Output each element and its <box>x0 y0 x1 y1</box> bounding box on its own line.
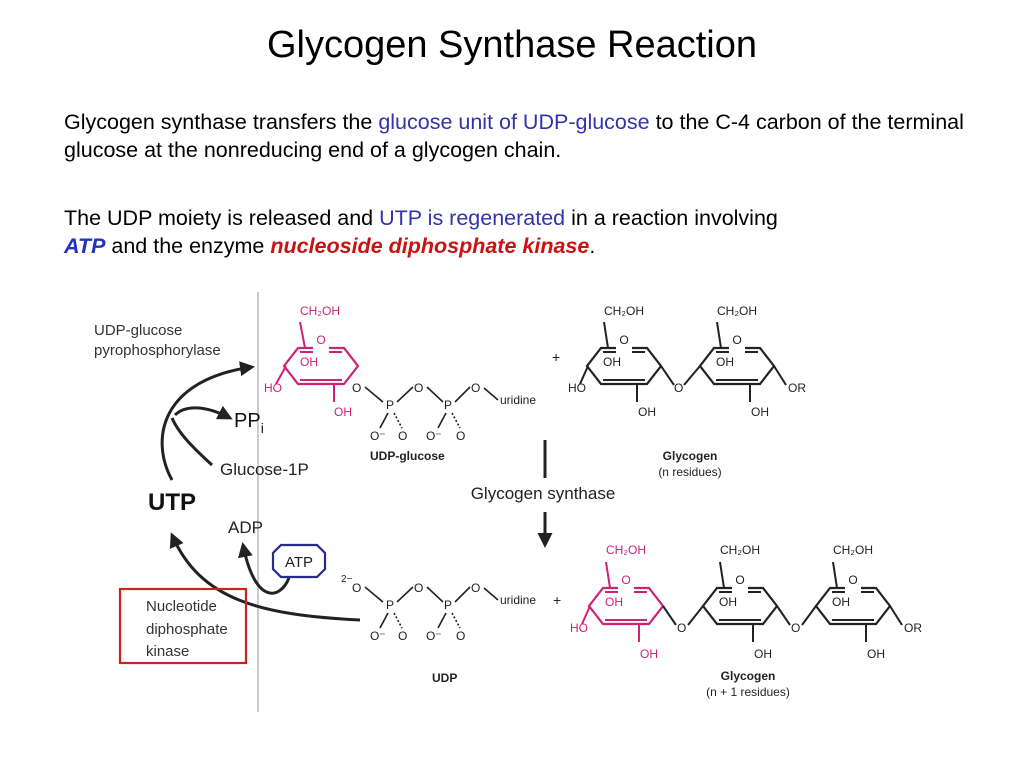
slide-title: Glycogen Synthase Reaction <box>266 24 758 66</box>
svg-text:O: O <box>398 429 407 443</box>
svg-text:CH₂OH: CH₂OH <box>606 543 646 557</box>
svg-text:O: O <box>316 333 325 347</box>
svg-text:O: O <box>848 573 857 587</box>
udp-glucose-label: UDP-glucose <box>370 449 445 463</box>
adp-label: ADP <box>228 518 263 537</box>
arrow-udp-to-utp <box>169 532 361 622</box>
glycogen-top-residues: (n residues) <box>658 465 721 479</box>
svg-text:O: O <box>414 581 423 595</box>
svg-text:O: O <box>791 621 800 635</box>
para2-period: . <box>589 234 596 258</box>
svg-text:OH: OH <box>334 405 352 419</box>
paragraph-utp-regeneration: The UDP moiety is released and UTP is re… <box>64 204 964 260</box>
atp-octagon-label: ATP <box>285 554 313 571</box>
svg-text:O: O <box>471 581 480 595</box>
svg-text:O: O <box>674 381 683 395</box>
svg-text:O⁻: O⁻ <box>426 629 442 643</box>
para2-enzyme: nucleoside diphosphate kinase <box>270 234 590 258</box>
glycogen-synthase-label: Glycogen synthase <box>471 484 616 503</box>
paragraph-glycogen-synthase: Glycogen synthase transfers the glucose … <box>64 108 964 164</box>
svg-text:OH: OH <box>832 595 850 609</box>
svg-text:O: O <box>398 629 407 643</box>
plus-top: + <box>552 349 560 365</box>
glycogen-bottom-new-residue: O CH₂OH OH HO OH <box>570 543 665 661</box>
svg-text:OH: OH <box>754 647 772 661</box>
utp-label: UTP <box>148 489 196 516</box>
ndk-label-1: Nucleotide <box>146 598 217 615</box>
svg-text:O: O <box>735 573 744 587</box>
svg-text:O: O <box>471 381 480 395</box>
para1-text-1: Glycogen synthase transfers the <box>64 110 379 134</box>
svg-text:P: P <box>386 598 394 612</box>
para1-highlight: glucose unit of UDP-glucose <box>378 110 650 134</box>
svg-text:HO: HO <box>264 381 282 395</box>
svg-text:OH: OH <box>640 647 658 661</box>
udp-glucose-pyrophosphorylase-label-1: UDP-glucose <box>94 322 182 339</box>
plus-bottom: + <box>553 592 561 608</box>
glycogen-bottom-label: Glycogen <box>721 669 776 683</box>
arrow-atp-to-adp <box>238 542 291 595</box>
svg-text:O: O <box>352 581 361 595</box>
udp-glucose-structure: O CH₂OH OH HO OH <box>264 304 360 419</box>
svg-text:OH: OH <box>751 405 769 419</box>
ndk-label-2: diphosphate <box>146 621 228 638</box>
udp-glucose-pyrophosphorylase-label-2: pyrophosphorylase <box>94 342 221 359</box>
para2-text-1: The UDP moiety is released and <box>64 206 380 230</box>
svg-text:O⁻: O⁻ <box>370 629 386 643</box>
svg-text:2−: 2− <box>341 574 353 585</box>
svg-text:OH: OH <box>300 355 318 369</box>
svg-text:P: P <box>444 598 452 612</box>
svg-text:O: O <box>456 429 465 443</box>
arrow-to-ppi <box>173 405 233 420</box>
para2-text-2: in a reaction involving <box>565 206 778 230</box>
svg-text:P: P <box>444 398 452 412</box>
svg-text:O: O <box>621 573 630 587</box>
glycogen-top-label: Glycogen <box>663 449 718 463</box>
svg-text:O: O <box>352 381 361 395</box>
para1-text-2: to the C-4 carbon of the terminal glucos… <box>64 110 964 162</box>
svg-text:O: O <box>732 333 741 347</box>
svg-text:CH₂OH: CH₂OH <box>300 304 340 318</box>
svg-text:OH: OH <box>867 647 885 661</box>
glycogen-top-structure: O O CH₂OH CH₂OH OH OH HO OH OH O OR <box>568 304 806 419</box>
svg-text:O: O <box>456 629 465 643</box>
ndk-label-3: kinase <box>146 643 189 660</box>
svg-text:OH: OH <box>605 595 623 609</box>
svg-text:O: O <box>677 621 686 635</box>
para2-highlight: UTP is regenerated <box>379 206 566 230</box>
svg-text:OH: OH <box>716 355 734 369</box>
udp-label: UDP <box>432 671 457 685</box>
svg-text:P: P <box>386 398 394 412</box>
udp-structure: 2− O P O P O uridine O⁻ O O⁻ O <box>341 574 536 643</box>
atp-octagon: ATP <box>271 543 327 579</box>
svg-text:OH: OH <box>638 405 656 419</box>
svg-text:O: O <box>414 381 423 395</box>
udp-glucose-phosphates: O P O P O uridine O⁻ O O⁻ O <box>352 381 536 443</box>
svg-text:O⁻: O⁻ <box>370 429 386 443</box>
svg-text:CH₂OH: CH₂OH <box>833 543 873 557</box>
svg-text:O: O <box>619 333 628 347</box>
glucose-1p-label: Glucose-1P <box>220 460 309 479</box>
para2-text-3: and the enzyme <box>105 234 271 258</box>
svg-text:OH: OH <box>719 595 737 609</box>
svg-text:HO: HO <box>570 621 588 635</box>
glycogen-bottom-structure: O O O CH₂OH CH₂OH OH OH OH OH O OR <box>662 543 922 661</box>
svg-text:HO: HO <box>568 381 586 395</box>
svg-text:OR: OR <box>904 621 922 635</box>
ppi-label: PPi <box>234 410 264 436</box>
svg-text:uridine: uridine <box>500 393 536 407</box>
svg-text:O⁻: O⁻ <box>426 429 442 443</box>
ndk-box <box>118 587 248 665</box>
svg-text:CH₂OH: CH₂OH <box>604 304 644 318</box>
glycogen-bottom-residues: (n + 1 residues) <box>706 685 790 699</box>
para2-atp: ATP <box>64 234 106 258</box>
svg-text:OH: OH <box>603 355 621 369</box>
arrow-glucose-1p-in <box>170 417 214 467</box>
svg-text:CH₂OH: CH₂OH <box>717 304 757 318</box>
svg-text:uridine: uridine <box>500 593 536 607</box>
svg-text:CH₂OH: CH₂OH <box>720 543 760 557</box>
arrow-utp-to-udp-glucose <box>160 361 255 481</box>
svg-text:OR: OR <box>788 381 806 395</box>
